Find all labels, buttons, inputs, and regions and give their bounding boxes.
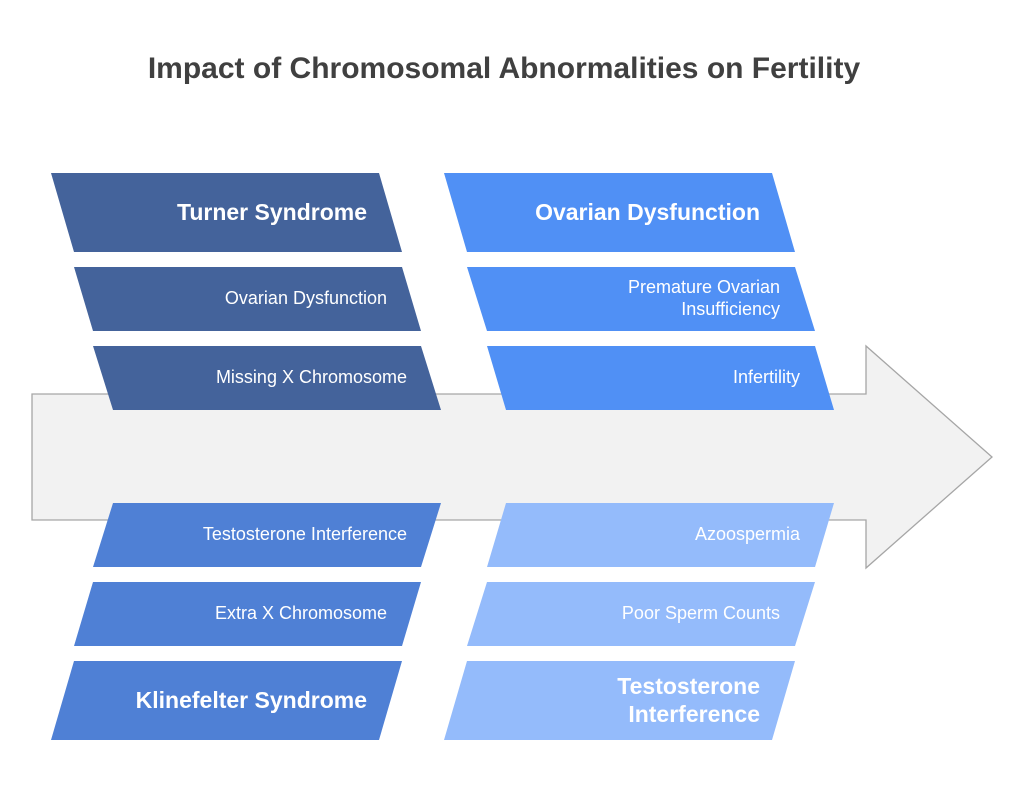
ovarian-dysfunction-cause-box [74,267,421,331]
premature-ovarian-insufficiency-box [467,267,815,331]
infertility-box [487,346,834,410]
page-title: Impact of Chromosomal Abnormalities on F… [147,52,861,85]
ovarian-dysfunction-label: Ovarian Dysfunction [535,198,760,225]
azoospermia-label: Azoospermia [694,524,800,545]
testosterone-interference-cause-label: Testosterone Interference [202,524,407,545]
klinefelter-syndrome-box [51,661,402,740]
premature-ovarian-insufficiency-label: Premature Ovarian Insufficiency [627,277,780,319]
missing-x-chromosome-label: Missing X Chromosome [215,367,407,388]
poor-sperm-counts-box [467,582,815,646]
poor-sperm-counts-label: Poor Sperm Counts [621,603,780,624]
testosterone-interference-label: Testosterone Interference [617,672,760,727]
testosterone-interference-cause-box [93,503,441,567]
infertility-label: Infertility [732,367,800,388]
turner-syndrome-label: Turner Syndrome [177,198,367,225]
testosterone-interference-box [444,661,795,740]
extra-x-chromosome-label: Extra X Chromosome [214,603,387,624]
turner-syndrome-box [51,173,402,252]
ovarian-dysfunction-cause-label: Ovarian Dysfunction [224,288,387,309]
extra-x-chromosome-box [74,582,421,646]
missing-x-chromosome-box [93,346,441,410]
azoospermia-box [487,503,834,567]
klinefelter-syndrome-label: Klinefelter Syndrome [135,686,367,713]
ovarian-dysfunction-box [444,173,795,252]
